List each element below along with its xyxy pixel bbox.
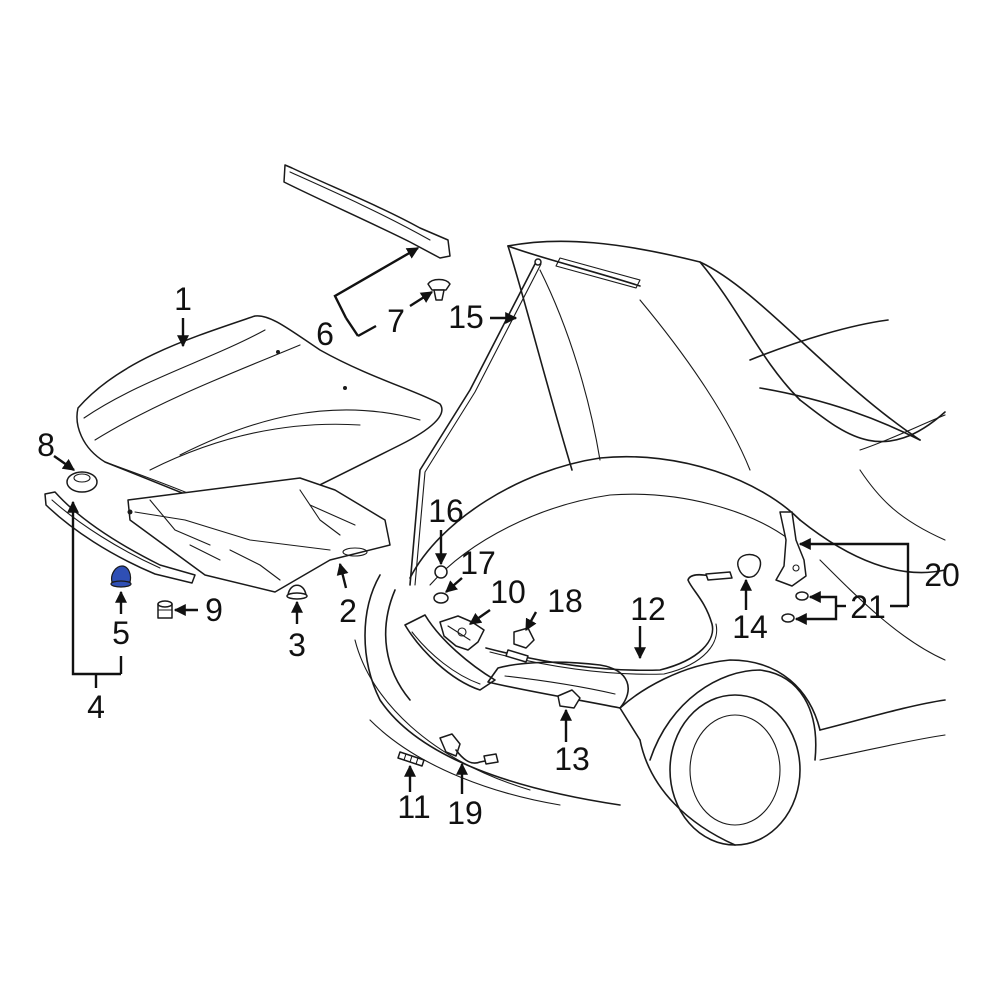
leader-lines (53, 246, 910, 794)
callout-18: 18 (547, 583, 583, 619)
part-18 (513, 627, 535, 649)
callout-20: 20 (924, 557, 960, 593)
part-13 (557, 689, 581, 709)
callout-11: 11 (397, 789, 430, 825)
clip-highlight-shape (111, 565, 132, 583)
callout-labels: 1 2 3 4 5 6 7 8 9 10 11 12 13 14 15 16 1… (37, 281, 960, 831)
part-17 (433, 592, 449, 604)
hood-latch (439, 615, 485, 651)
callout-10: 10 (490, 574, 526, 610)
hood-weatherstrip (283, 164, 451, 259)
clip-highlighted (110, 565, 132, 588)
hood-insulator (127, 477, 391, 593)
weatherstrip-retainer (427, 278, 451, 301)
release-cable (485, 571, 733, 675)
callout-17: 17 (460, 545, 496, 581)
callout-3: 3 (288, 627, 306, 663)
callout-8: 8 (37, 427, 55, 463)
callout-7: 7 (387, 303, 405, 339)
part-16 (434, 565, 448, 579)
callout-9: 9 (205, 592, 223, 628)
callout-13: 13 (554, 741, 590, 777)
callout-1: 1 (174, 281, 192, 317)
callout-6: 6 (316, 316, 334, 352)
callout-19: 19 (447, 795, 483, 831)
callout-4: 4 (87, 689, 105, 725)
hood-hinge (775, 511, 807, 587)
car-body (354, 240, 946, 846)
callout-12: 12 (630, 591, 666, 627)
part-14 (737, 553, 762, 578)
hood-stopper (157, 600, 173, 619)
hood-cushion (66, 471, 98, 493)
callout-15: 15 (448, 299, 484, 335)
callout-2: 2 (339, 593, 357, 629)
callout-16: 16 (428, 493, 464, 529)
part-19 (439, 733, 499, 765)
callout-14: 14 (732, 609, 768, 645)
part-11 (397, 751, 425, 767)
insulator-clip (286, 584, 308, 600)
hood-panel (76, 315, 443, 521)
callout-21: 21 (850, 589, 886, 625)
callout-5: 5 (112, 615, 130, 651)
hood-front-seal (44, 491, 196, 584)
hood-prop-rod (409, 258, 542, 586)
hinge-bolts (781, 591, 809, 623)
